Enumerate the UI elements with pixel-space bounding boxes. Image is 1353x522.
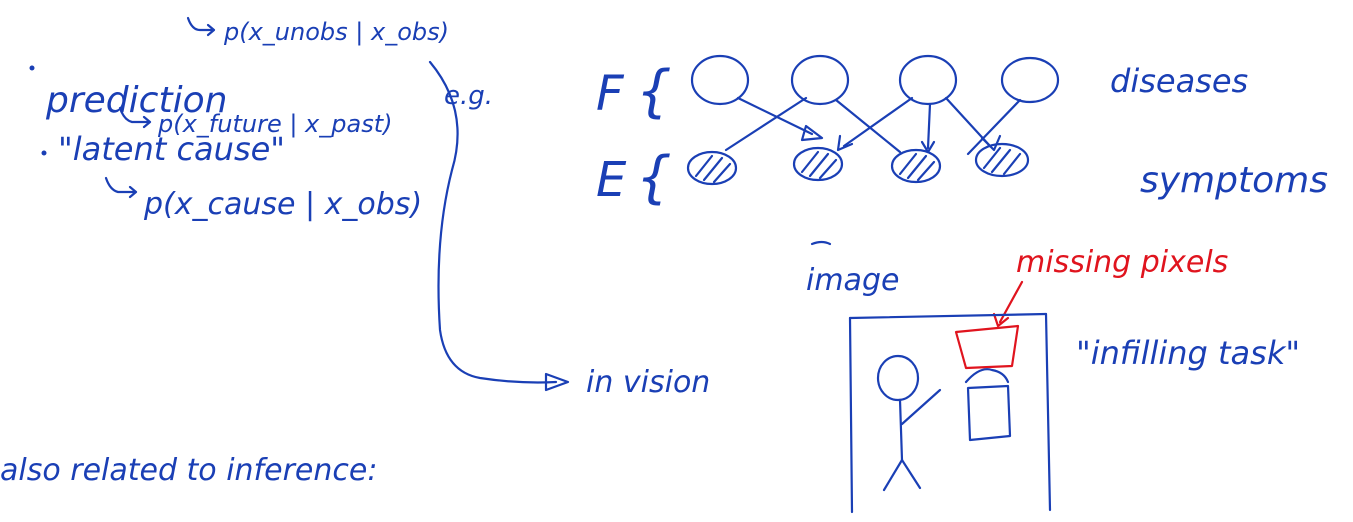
symptom-node <box>890 148 942 184</box>
also-related-label: also related to inference: <box>0 453 377 488</box>
in-vision-label: in vision <box>586 365 710 400</box>
frame-top <box>848 312 1048 320</box>
edge-arrow <box>966 98 1022 156</box>
object-body <box>966 384 1012 442</box>
accent-mark-icon <box>810 240 832 246</box>
bullet-dot-icon <box>41 150 47 156</box>
edge-arrow <box>736 96 814 136</box>
hook-arrow-icon <box>118 106 152 129</box>
bullet-latent: "latent cause" <box>58 130 285 168</box>
edge-arrow <box>926 102 932 150</box>
edge-arrow <box>842 96 914 148</box>
image-title: image <box>806 263 899 298</box>
arrowhead-icon <box>920 140 936 154</box>
network-diagram: F { E { <box>596 54 1328 210</box>
arrowhead-icon <box>544 372 570 392</box>
disease-node <box>1000 56 1060 104</box>
diseases-caption: diseases <box>1110 62 1248 100</box>
infilling-task-label: "infilling task" <box>1076 334 1300 372</box>
arrowhead-icon <box>980 134 1002 152</box>
disease-node <box>690 54 750 106</box>
disease-node <box>790 54 850 106</box>
figure-legs <box>882 458 922 492</box>
hook-arrow-icon <box>186 16 216 37</box>
prediction-formula: p(x_future | x_past) <box>157 110 392 138</box>
figure-arm <box>900 388 942 426</box>
bullet-prediction: prediction <box>45 80 227 121</box>
hook-arrow-icon <box>104 176 138 199</box>
symptoms-caption: symptoms <box>1140 160 1328 201</box>
arrowhead-icon <box>836 134 854 152</box>
arrowhead-icon <box>800 124 824 142</box>
latent-formula: p(x_cause | x_obs) <box>143 187 422 222</box>
figure-body <box>898 398 904 462</box>
missing-region <box>954 324 1020 370</box>
figure-head <box>876 354 920 402</box>
image-sketch: image missing pixels "infilling task" <box>806 240 1300 514</box>
bullet-dot-icon <box>29 65 35 71</box>
object-top <box>964 368 1010 384</box>
symptom-node <box>974 142 1030 178</box>
disease-node <box>898 54 958 106</box>
notes-group: p(x_unobs | x_obs) prediction p(x_future… <box>0 16 710 488</box>
edge-arrow <box>834 98 902 154</box>
top-brace-icon: { <box>636 59 672 124</box>
frame-right <box>1044 312 1052 512</box>
symptom-node <box>792 146 844 182</box>
bottom-layer-label: E <box>596 152 627 208</box>
eg-label: e.g. <box>444 81 493 111</box>
missing-pixels-label: missing pixels <box>1016 245 1228 280</box>
unobs-formula: p(x_unobs | x_obs) <box>223 18 449 46</box>
frame-left <box>848 316 854 514</box>
top-layer-label: F <box>596 66 625 122</box>
bottom-brace-icon: { <box>636 145 672 210</box>
symptom-node <box>686 150 738 186</box>
curved-connector <box>428 60 558 384</box>
pointer-line <box>998 280 1024 324</box>
edge-arrow <box>724 96 808 152</box>
arrowhead-icon <box>992 312 1010 328</box>
